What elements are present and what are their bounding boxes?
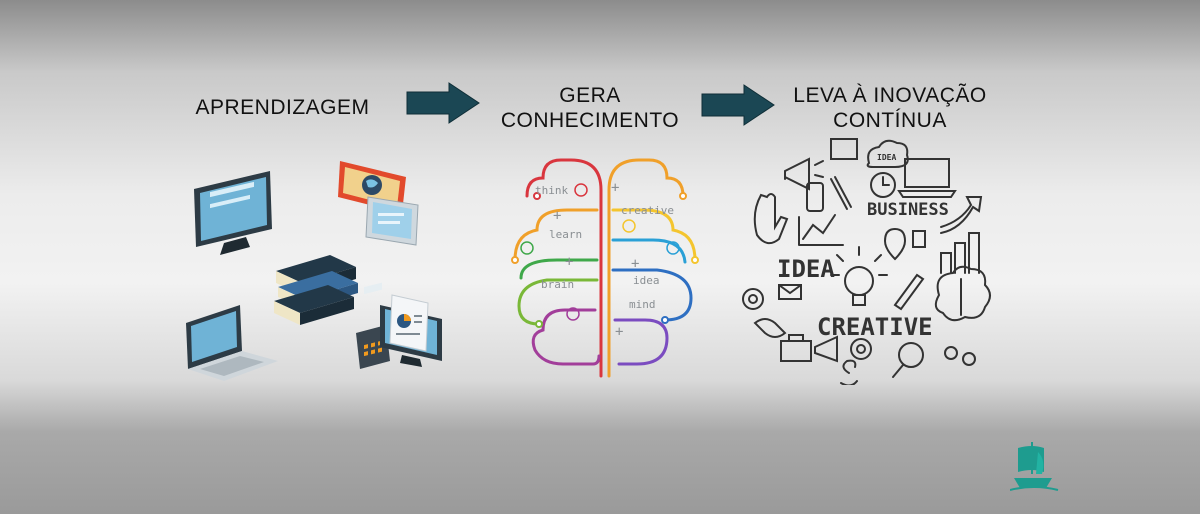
report-monitor-icon xyxy=(380,294,442,367)
laptop-icon xyxy=(904,158,950,188)
brain-diagram: think learn brain creative idea mind ++ … xyxy=(511,158,699,378)
brain-word-learn: learn xyxy=(549,228,582,241)
brain-word-creative: creative xyxy=(621,204,674,217)
step-label-aprendizagem: APRENDIZAGEM xyxy=(175,95,390,120)
briefcase-icon xyxy=(780,334,812,362)
desktop-monitor-icon xyxy=(194,171,272,255)
doodle-word-idea-cloud: IDEA xyxy=(877,153,896,162)
step-label-line: CONHECIMENTO xyxy=(500,109,680,132)
step-label-line: GERA xyxy=(559,84,621,107)
step-label-gera-conhecimento: GERA CONHECIMENTO xyxy=(480,83,700,133)
clock-icon xyxy=(870,172,896,198)
pencil-icon xyxy=(893,273,925,311)
step-label-line: APRENDIZAGEM xyxy=(195,96,370,119)
learning-illustration xyxy=(186,161,442,381)
svg-text:+: + xyxy=(615,324,623,340)
growth-arrow-icon xyxy=(940,196,983,234)
pen-icon xyxy=(830,176,852,210)
handshake-icon xyxy=(753,318,787,338)
document-icon xyxy=(830,138,858,160)
brain-word-think: think xyxy=(535,184,568,197)
at-icon xyxy=(742,288,764,310)
brain-word-mind: mind xyxy=(629,298,656,311)
location-pin-icon xyxy=(883,227,907,261)
lightbulb-icon xyxy=(844,266,874,296)
presentation-board-icon xyxy=(338,161,419,246)
gear-icon xyxy=(850,338,872,360)
phone-icon xyxy=(806,182,824,212)
innovation-doodles: BUSINESS IDEA CREATIVE IDEA xyxy=(742,138,991,385)
lightbulb-icon xyxy=(520,183,680,321)
step-label-line: LEVA À INOVAÇÃO xyxy=(793,84,987,107)
svg-text:+: + xyxy=(565,254,573,270)
magnifier-icon xyxy=(898,342,924,368)
step-label-leva-inovacao: LEVA À INOVAÇÃO CONTÍNUA xyxy=(775,83,1005,133)
svg-text:+: + xyxy=(611,180,619,196)
brain-word-brain: brain xyxy=(541,278,574,291)
books-stack-icon xyxy=(274,255,358,325)
megaphone-icon xyxy=(784,157,824,191)
chart-icon xyxy=(798,214,844,246)
laptop-icon xyxy=(186,305,278,381)
doodle-word-idea: IDEA xyxy=(777,255,835,283)
brain-icon xyxy=(934,265,991,322)
svg-text:+: + xyxy=(553,208,561,224)
hand-icon xyxy=(753,193,789,245)
arrow-right-icon xyxy=(406,82,480,124)
idea-cloud-icon xyxy=(866,139,909,168)
doodle-word-creative: CREATIVE xyxy=(817,313,933,341)
arrow-right-icon xyxy=(701,84,775,126)
brain-word-idea: idea xyxy=(633,274,660,287)
mail-icon xyxy=(778,284,802,300)
megaphone-icon xyxy=(814,335,838,363)
doodle-word-business: BUSINESS xyxy=(867,200,949,220)
step-label-line: CONTÍNUA xyxy=(833,109,947,132)
dollar-icon xyxy=(840,359,858,385)
ship-logo-icon xyxy=(1010,442,1059,491)
svg-text:+: + xyxy=(631,256,639,272)
